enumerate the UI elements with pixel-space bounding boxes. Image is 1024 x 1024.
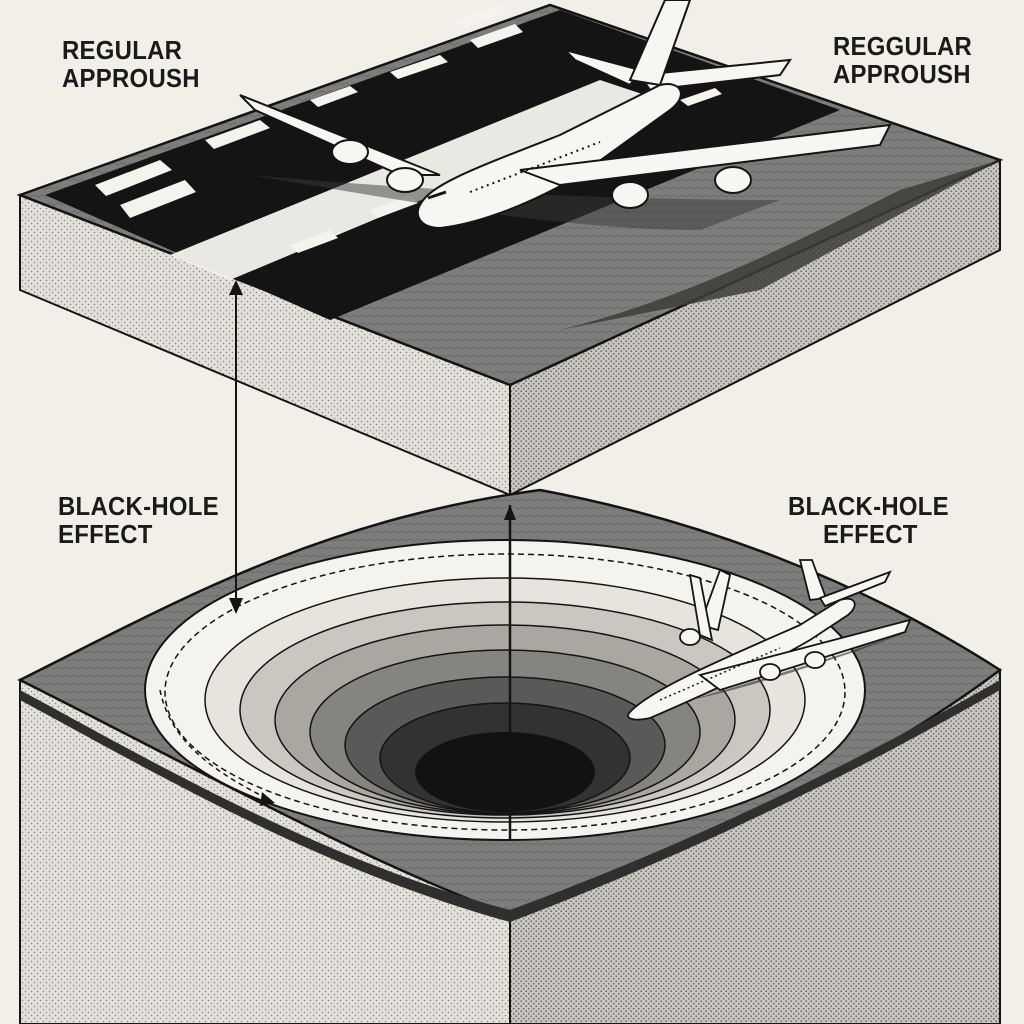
connector-arrows: [229, 280, 516, 840]
label-line-1: REGGULAR: [833, 31, 973, 61]
rim-arrow-path: [159, 689, 271, 801]
label-line-1: REGULAR: [62, 35, 183, 65]
label-line-2: APPROUSH: [833, 59, 971, 89]
top-slab-terrain-patch: [560, 160, 1000, 330]
airliner-icon-small: [627, 559, 940, 721]
label-line-2: APPROUSH: [62, 63, 200, 93]
label-black-hole-effect-left: BLACK-HOLE EFFECT: [58, 492, 219, 548]
label-line-1: BLACK-HOLE: [58, 491, 219, 521]
label-line-2: EFFECT: [58, 519, 153, 549]
label-line-2: EFFECT: [822, 519, 918, 549]
rim-arrow-head: [260, 792, 275, 806]
black-hole-depression: [144, 539, 866, 841]
airliner-icon: [239, 0, 892, 230]
label-line-1: BLACK-HOLE: [788, 491, 949, 521]
label-regular-approach-right: REGGULAR APPROUSH: [833, 32, 972, 88]
label-black-hole-effect-right: BLACK-HOLE EFFECT: [788, 492, 949, 548]
label-regular-approach-left: REGULAR APPROUSH: [62, 36, 200, 92]
bottom-slab-terrain-edge: [20, 680, 1000, 922]
runway-markings: [95, 5, 722, 253]
bottom-slab: [17, 488, 1003, 1024]
